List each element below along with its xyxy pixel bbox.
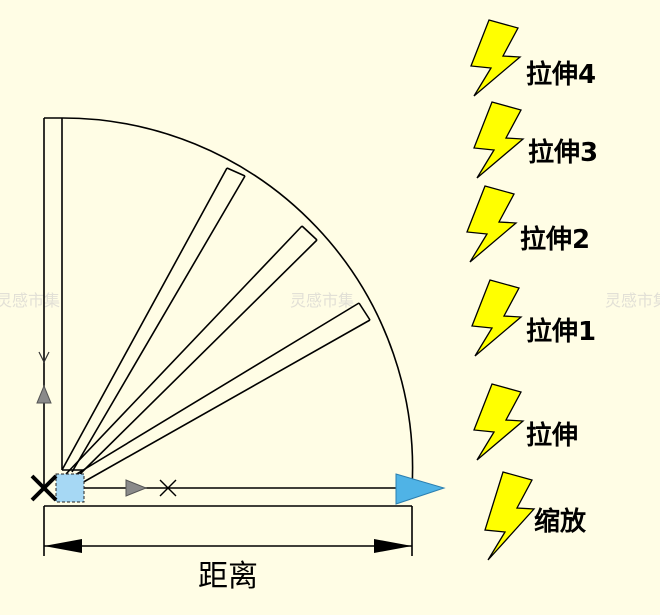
- lightning-bolt-icon-scale: [484, 471, 536, 561]
- strip-3-a: [69, 302, 360, 479]
- dim-arrow-left-icon: [44, 539, 82, 553]
- label-stretch1: 拉伸1: [526, 316, 596, 347]
- label-stretch3: 拉伸3: [528, 137, 598, 168]
- strip-2-a: [65, 225, 303, 475]
- base-grip[interactable]: [55, 473, 85, 503]
- lightning-bolt-icon-stretch4: [470, 19, 522, 97]
- watermark-right: 灵感市集: [605, 291, 660, 310]
- arrow-grip-icon[interactable]: [395, 473, 446, 505]
- strip-2-cap: [301, 225, 318, 241]
- label-stretch2: 拉伸2: [520, 224, 590, 255]
- right-triangle-grip-icon[interactable]: [125, 479, 148, 497]
- lightning-bolts: [466, 19, 536, 561]
- small-x-icon: [159, 479, 177, 497]
- lightning-bolt-icon-stretch: [473, 383, 525, 461]
- label-stretch4: 拉伸4: [526, 59, 596, 90]
- x-mark-icon: [30, 474, 58, 502]
- strip-1-cap: [226, 167, 246, 177]
- dim-arrow-right-icon: [374, 539, 412, 553]
- label-scale: 缩放: [534, 506, 587, 537]
- dimension-label: 距离: [198, 559, 258, 594]
- strip-1-b: [71, 175, 246, 473]
- watermark-center: 灵感市集: [290, 291, 354, 310]
- lightning-bolt-icon-stretch3: [473, 101, 525, 179]
- strip-3-b: [79, 319, 371, 485]
- strip-3-cap: [358, 302, 371, 321]
- quarter-arc: [61, 117, 414, 489]
- triangle-grip-icon[interactable]: [36, 384, 52, 404]
- lightning-bolt-icon-stretch2: [466, 185, 518, 263]
- strip-2-b: [75, 239, 318, 479]
- lightning-bolt-icon-stretch1: [471, 279, 523, 357]
- radial-strips: [61, 167, 371, 485]
- watermark-left: 灵感市集: [0, 291, 60, 310]
- strip-1-a: [61, 167, 228, 471]
- down-chevron-icon: [38, 351, 50, 364]
- label-stretch: 拉伸: [526, 420, 578, 451]
